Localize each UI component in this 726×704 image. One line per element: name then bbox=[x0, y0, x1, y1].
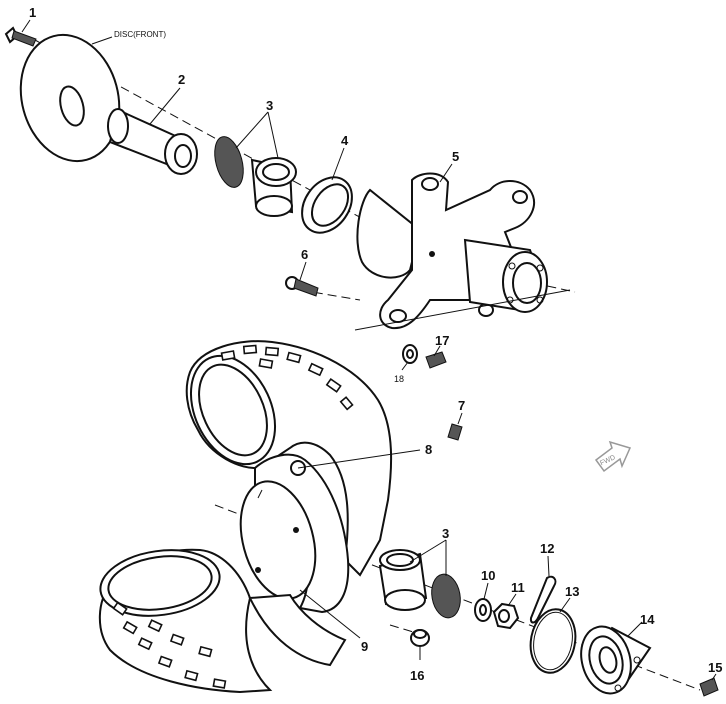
leader-8 bbox=[297, 449, 421, 469]
o-ring-part-13 bbox=[529, 608, 577, 674]
callout-8: 8 bbox=[425, 442, 432, 457]
cotter-pin-part-12 bbox=[529, 575, 557, 624]
leader-1 bbox=[21, 19, 31, 33]
leader-14 bbox=[627, 621, 643, 637]
stud-axis-line bbox=[299, 289, 361, 301]
callout-2: 2 bbox=[178, 72, 185, 87]
spacer-tube-part-2 bbox=[107, 108, 198, 175]
callout-4: 4 bbox=[341, 133, 349, 148]
stud-part-6 bbox=[285, 276, 319, 297]
leader-11 bbox=[507, 593, 517, 607]
callout-7: 7 bbox=[458, 398, 465, 413]
callout-9: 9 bbox=[361, 639, 368, 654]
washer-part-10 bbox=[474, 598, 492, 622]
hub-cap-part-14 bbox=[580, 625, 652, 695]
washer-part-18 bbox=[402, 344, 418, 364]
knuckle-hub-part-5 bbox=[356, 172, 548, 330]
bolt-part-15 bbox=[699, 677, 719, 697]
callout-15: 15 bbox=[708, 660, 722, 675]
callout-11: 11 bbox=[511, 580, 525, 595]
leader-12 bbox=[547, 555, 550, 577]
race-ring-part-4 bbox=[301, 176, 353, 234]
leader-9 bbox=[299, 589, 361, 639]
callout-13: 13 bbox=[565, 584, 579, 599]
callout-1: 1 bbox=[29, 5, 36, 20]
leader-5 bbox=[439, 163, 453, 183]
leader-18 bbox=[401, 361, 409, 371]
callout-3-lower: 3 bbox=[442, 526, 449, 541]
brake-disc bbox=[19, 33, 121, 163]
callout-18: 18 bbox=[394, 374, 404, 384]
knuckle-reference-line bbox=[354, 289, 571, 331]
fwd-arrow-icon: FWD bbox=[594, 440, 632, 473]
callout-12: 12 bbox=[540, 541, 554, 556]
tire-upper-half bbox=[185, 340, 393, 577]
callout-14: 14 bbox=[640, 612, 655, 627]
leader-3b-1 bbox=[409, 539, 447, 563]
leader-2 bbox=[149, 87, 181, 125]
leader-10 bbox=[483, 582, 489, 600]
bolt-part-1 bbox=[4, 26, 37, 47]
nut16-axis-line bbox=[389, 624, 421, 635]
castle-nut-part-11 bbox=[492, 602, 520, 630]
bolt-part-17 bbox=[425, 351, 447, 369]
callout-16: 16 bbox=[410, 668, 424, 683]
callout-10: 10 bbox=[481, 568, 495, 583]
tire-lower-half bbox=[98, 548, 347, 694]
leader-4 bbox=[331, 147, 345, 181]
leader-7 bbox=[457, 412, 463, 425]
nut-part-16 bbox=[410, 629, 430, 647]
leader-3a-1 bbox=[235, 111, 269, 149]
lower-bearing-part-3 bbox=[378, 549, 461, 619]
leader-13 bbox=[559, 597, 571, 613]
leader-17 bbox=[433, 345, 441, 357]
leader-disc bbox=[91, 36, 113, 45]
leader-6 bbox=[299, 261, 307, 281]
upper-bearing-part-3 bbox=[214, 136, 297, 217]
callout-17: 17 bbox=[435, 333, 449, 348]
callout-6: 6 bbox=[301, 247, 308, 262]
disc-front-label: DISC(FRONT) bbox=[114, 30, 166, 39]
screw-part-7 bbox=[447, 423, 463, 441]
callout-3-upper: 3 bbox=[266, 98, 273, 113]
callout-5: 5 bbox=[452, 149, 459, 164]
wheel-rim bbox=[239, 453, 350, 614]
leader-3a-2 bbox=[267, 111, 279, 159]
leader-15 bbox=[711, 673, 717, 681]
